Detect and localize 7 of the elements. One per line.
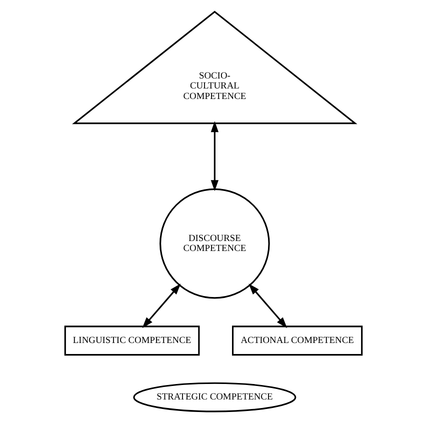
node-circle: DISCOURSE COMPETENCE bbox=[159, 188, 270, 299]
arrow bbox=[248, 284, 287, 328]
node-box: LINGUISTIC COMPETENCE bbox=[64, 326, 200, 356]
node-box: ACTIONAL COMPETENCE bbox=[232, 326, 362, 356]
arrow bbox=[210, 121, 218, 192]
node-ellipse: STRATEGIC COMPETENCE bbox=[132, 382, 296, 412]
arrow bbox=[142, 284, 180, 328]
